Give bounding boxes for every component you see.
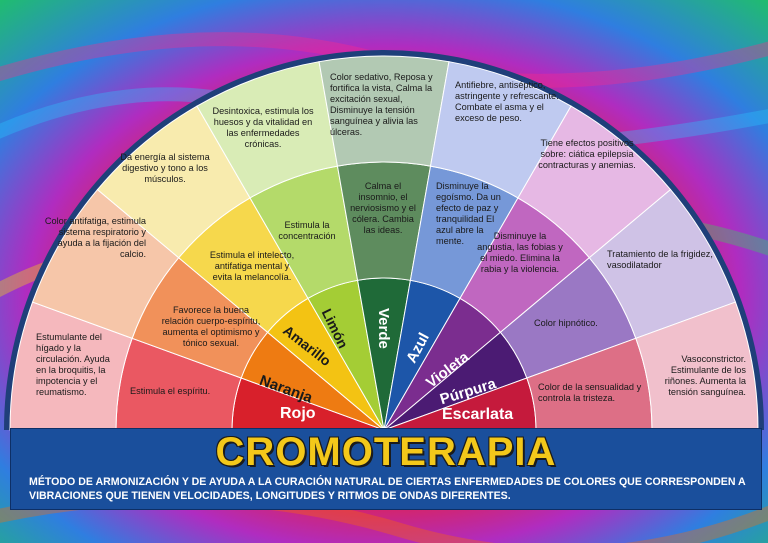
outer-verde-text: Color sedativo, Reposa y fortifica la vi… — [330, 72, 433, 137]
middle-rojo-text: Estimula el espíritu. — [130, 386, 211, 396]
middle-amarillo-text: Estimula el intelecto, antifatiga mental… — [209, 250, 295, 282]
middle-violeta-text: Disminuye la angustia, las fobias y el m… — [477, 231, 563, 274]
outer-violeta-text: Tiene efectos positivos sobre: ciática e… — [538, 138, 636, 170]
outer-purpura-text: Tratamiento de la frigidez, vasodilatado… — [607, 249, 713, 270]
label-rojo: Rojo — [280, 405, 316, 422]
middle-verde-text: Calma el insomnio, el nerviosismo y el c… — [350, 181, 416, 235]
outer-rojo-text: Estumulante del hígado y la circulación.… — [36, 332, 110, 397]
middle-limon-text: Estimula la concentración — [278, 220, 336, 241]
outer-azul-text: Antifiebre, antiséptico, astringente y r… — [455, 80, 559, 123]
outer-limon-text: Desintoxica, estimula los huesos y da vi… — [212, 106, 314, 149]
middle-naranja-text: Favorece la buena relación cuerpo-espíri… — [161, 305, 261, 348]
page-title: CROMOTERAPIA — [215, 430, 557, 474]
middle-purpura-text: Color hipnótico. — [534, 318, 598, 328]
label-verde: Verde — [375, 308, 392, 349]
outer-escarlata-text: Vasoconstrictor. Estimulante de los riño… — [664, 354, 746, 397]
middle-escarlata-text: Color de la sensualidad y controla la tr… — [538, 382, 642, 403]
label-escarlata: Escarlata — [442, 406, 514, 423]
title-banner: CROMOTERAPIA MÉTODO DE ARMONIZACIÓN Y DE… — [10, 428, 762, 510]
outer-amarillo-text: Da energía al sistema digestivo y tono a… — [120, 152, 210, 184]
middle-azul-text: Disminuye la egoísmo. Da un efecto de pa… — [436, 181, 501, 246]
page-subtitle: MÉTODO DE ARMONIZACIÓN Y DE AYUDA A LA C… — [29, 476, 746, 502]
outer-naranja-text: Color antifatiga, estimula sistema respi… — [44, 216, 146, 259]
